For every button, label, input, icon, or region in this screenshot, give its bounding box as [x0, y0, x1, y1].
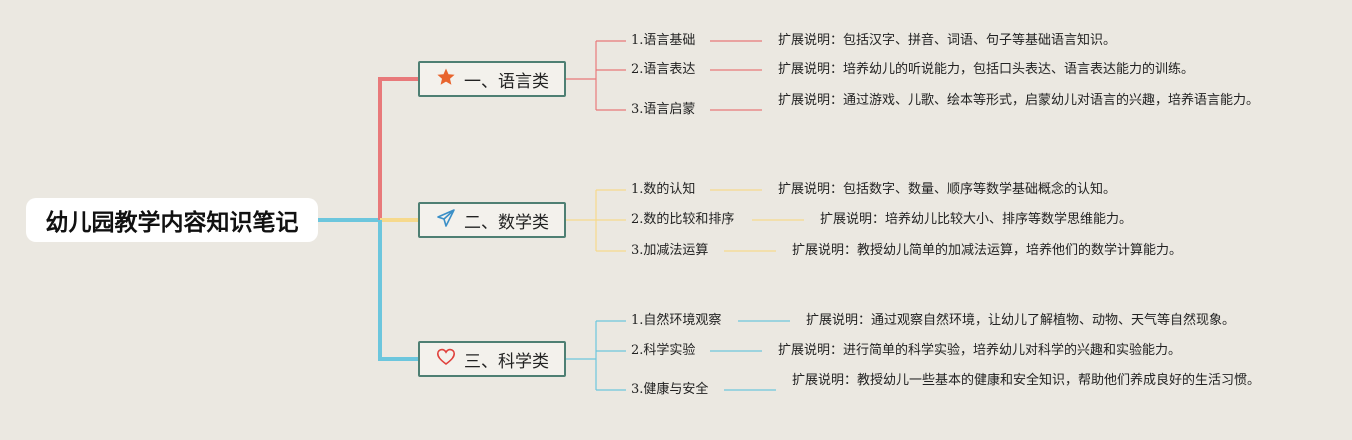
- note-health-safety[interactable]: 扩展说明：教授幼儿一些基本的健康和安全知识，帮助他们养成良好的生活习惯。: [792, 373, 1261, 388]
- topic-label: 二、数学类: [464, 212, 549, 233]
- star-icon: [436, 67, 456, 92]
- subtopic-number-cognition[interactable]: 1.数的认知: [631, 182, 696, 197]
- note-language-expression[interactable]: 扩展说明：培养幼儿的听说能力，包括口头表达、语言表达能力的训练。: [778, 62, 1195, 77]
- subtopic-language-expression[interactable]: 2.语言表达: [631, 62, 696, 77]
- central-topic[interactable]: 幼儿园教学内容知识笔记: [26, 198, 318, 242]
- subtopic-nature-observation[interactable]: 1.自然环境观察: [631, 313, 722, 328]
- subtopic-language-enlightenment[interactable]: 3.语言启蒙: [631, 102, 696, 117]
- subtopic-health-safety[interactable]: 3.健康与安全: [631, 382, 709, 397]
- branch-connector-science: [378, 220, 418, 361]
- note-number-compare-sort[interactable]: 扩展说明：培养幼儿比较大小、排序等数学思维能力。: [820, 212, 1133, 227]
- note-number-cognition[interactable]: 扩展说明：包括数字、数量、顺序等数学基础概念的认知。: [778, 182, 1117, 197]
- topic-science[interactable]: 三、科学类: [418, 341, 566, 377]
- subtopic-number-compare-sort[interactable]: 2.数的比较和排序: [631, 212, 735, 227]
- topic-math[interactable]: 二、数学类: [418, 202, 566, 238]
- sub-connectors-language: [566, 40, 762, 111]
- topic-label: 一、语言类: [464, 71, 549, 92]
- note-science-experiment[interactable]: 扩展说明：进行简单的科学实验，培养幼儿对科学的兴趣和实验能力。: [778, 343, 1182, 358]
- note-language-basics[interactable]: 扩展说明：包括汉字、拼音、词语、句子等基础语言知识。: [778, 33, 1117, 48]
- subtopic-language-basics[interactable]: 1.语言基础: [631, 33, 696, 48]
- note-nature-observation[interactable]: 扩展说明：通过观察自然环境，让幼儿了解植物、动物、天气等自然现象。: [806, 313, 1236, 328]
- note-add-subtract[interactable]: 扩展说明：教授幼儿简单的加减法运算，培养他们的数学计算能力。: [792, 243, 1183, 258]
- sub-connectors-science: [566, 320, 790, 391]
- topic-language[interactable]: 一、语言类: [418, 61, 566, 97]
- subtopic-science-experiment[interactable]: 2.科学实验: [631, 343, 696, 358]
- subtopic-add-subtract[interactable]: 3.加减法运算: [631, 243, 709, 258]
- heart-icon: [436, 347, 456, 372]
- note-language-enlightenment[interactable]: 扩展说明：通过游戏、儿歌、绘本等形式，启蒙幼儿对语言的兴趣，培养语言能力。: [778, 93, 1260, 108]
- sub-connectors-math: [566, 189, 804, 252]
- paper-plane-icon: [436, 208, 456, 233]
- topic-label: 三、科学类: [464, 351, 549, 372]
- branch-connector-language: [378, 77, 418, 220]
